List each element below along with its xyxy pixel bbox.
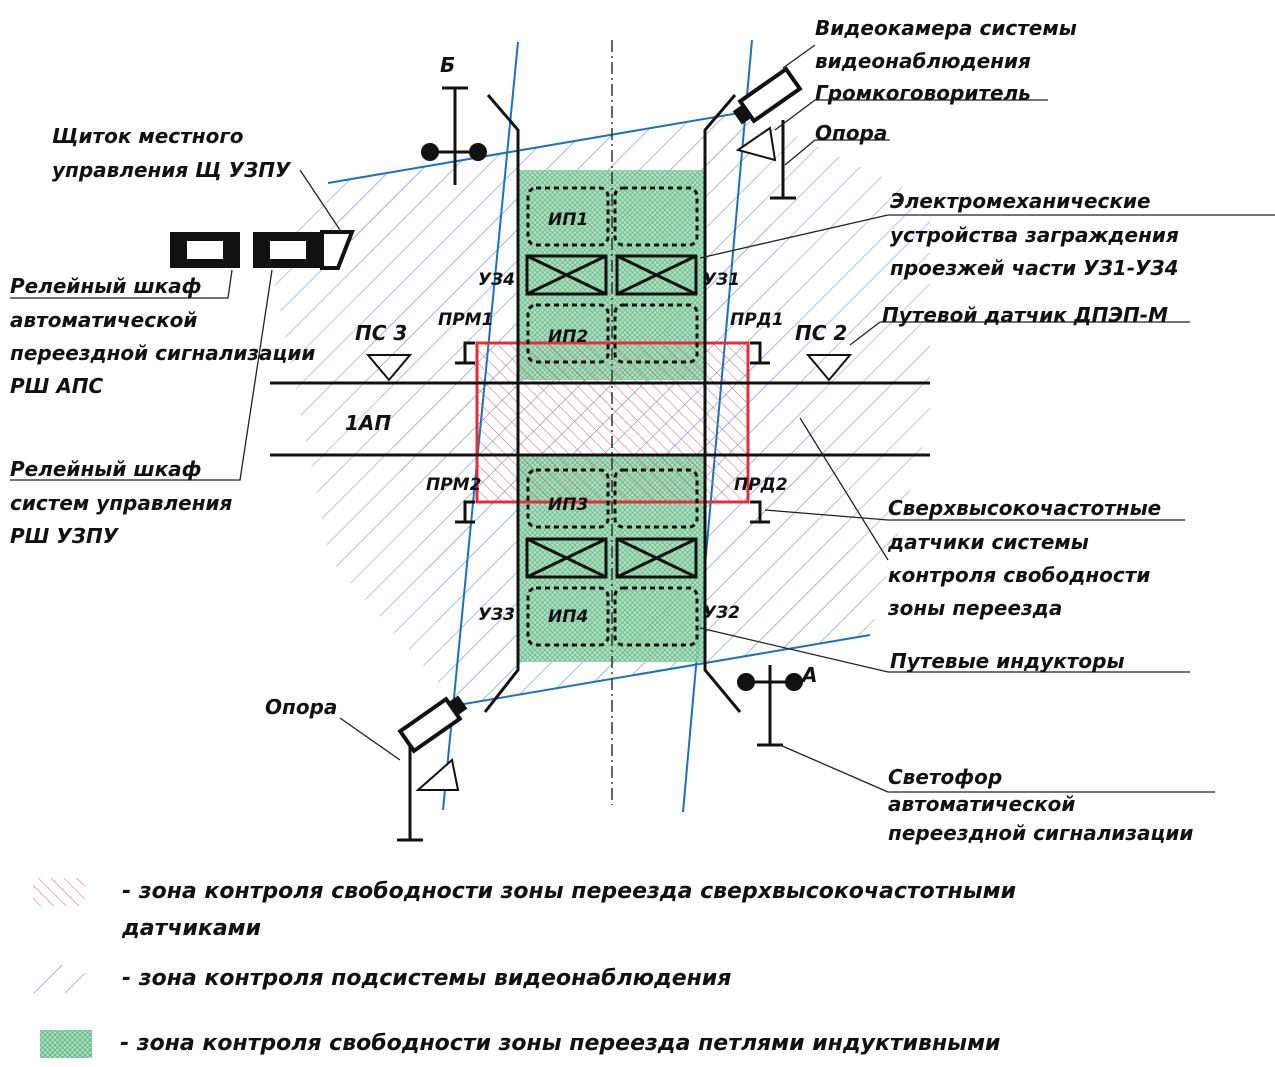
label-uz4: УЗ4	[478, 270, 515, 290]
relay-cabinet-uzpu-icon	[253, 232, 323, 268]
label-relay-aps: РШ АПС	[10, 374, 104, 398]
legend-red-swatch	[33, 878, 85, 906]
label-prm1: ПРМ1	[438, 310, 493, 330]
label-signal: Светофор	[888, 765, 1002, 789]
leader-lines	[10, 44, 1275, 793]
label-uhf-sensors: контроля свободности	[888, 563, 1150, 587]
label-signal: переездной сигнализации	[888, 821, 1193, 845]
label-relay-uzpu: Релейный шкаф	[10, 457, 201, 481]
label-camera: Видеокамера системы	[815, 16, 1077, 40]
legend-red-text: датчиками	[121, 916, 261, 941]
speaker-top-icon	[735, 126, 777, 162]
label-prd1: ПРД1	[730, 310, 784, 330]
label-barriers: проезжей части УЗ1-УЗ4	[890, 256, 1179, 280]
label-ps2: ПС 2	[795, 321, 847, 345]
label-ip2: ИП2	[548, 327, 588, 347]
label-uz1: УЗ1	[703, 270, 740, 290]
inductor-loops	[526, 186, 699, 647]
legend: - зона контроля свободности зоны переезд…	[33, 878, 1016, 1058]
label-prd2: ПРД2	[734, 475, 788, 495]
road	[483, 40, 742, 805]
label-panel: управления Щ УЗПУ	[52, 158, 292, 182]
label-speaker: Громкоговоритель	[815, 81, 1031, 105]
legend-green-swatch	[40, 1030, 92, 1058]
camera-top-icon	[732, 66, 803, 125]
legend-red-text: - зона контроля свободности зоны переезд…	[122, 879, 1016, 904]
speaker-bottom-icon	[415, 758, 460, 791]
label-relay-aps: Релейный шкаф	[10, 274, 201, 298]
label-ip3: ИП3	[548, 495, 588, 515]
labels: Видеокамера системы видеонаблюдения Гром…	[10, 16, 1193, 845]
legend-blue-text: - зона контроля подсистемы видеонаблюден…	[122, 966, 731, 991]
label-b: Б	[440, 53, 455, 77]
barrier-devices	[525, 254, 698, 579]
label-support-top: Опора	[815, 121, 887, 145]
label-panel: Щиток местного	[52, 124, 244, 148]
label-relay-aps: переездной сигнализации	[10, 341, 315, 365]
signal-a-icon	[737, 665, 803, 747]
label-uhf-sensors: датчики системы	[887, 530, 1089, 554]
railway-track	[270, 381, 930, 457]
label-uhf-sensors: зоны переезда	[887, 596, 1062, 620]
label-prm2: ПРМ2	[426, 475, 481, 495]
label-relay-aps: автоматической	[10, 308, 197, 332]
label-a: А	[800, 663, 817, 687]
support-top-icon	[770, 120, 796, 200]
label-relay-uzpu: РШ УЗПУ	[10, 524, 120, 548]
label-ps3: ПС 3	[355, 321, 407, 345]
signal-b-icon	[421, 86, 487, 185]
label-support-bottom: Опора	[265, 695, 337, 719]
label-camera: видеонаблюдения	[815, 49, 1031, 73]
local-panel-icon	[320, 230, 355, 270]
label-uz3: УЗ3	[478, 605, 515, 625]
relay-cabinet-aps-icon	[170, 232, 240, 268]
uhf-sensor-icons	[455, 341, 770, 524]
label-ip1: ИП1	[548, 210, 588, 230]
legend-green-text: - зона контроля свободности зоны переезд…	[120, 1031, 1000, 1056]
label-barriers: устройства заграждения	[890, 223, 1179, 247]
label-barriers: Электромеханические	[890, 189, 1151, 213]
label-signal: автоматической	[888, 792, 1075, 816]
camera-bottom-icon	[397, 695, 468, 754]
label-uhf-sensors: Сверхвысокочастотные	[888, 496, 1161, 520]
label-track: 1АП	[345, 411, 391, 435]
track-sensor-icons	[365, 354, 853, 382]
support-bottom-icon	[397, 745, 423, 842]
label-inductors: Путевые индукторы	[890, 649, 1125, 673]
legend-blue-swatch	[33, 965, 85, 993]
label-track-sensor: Путевой датчик ДПЭП-М	[882, 303, 1168, 327]
label-uz2: УЗ2	[703, 603, 740, 623]
label-ip4: ИП4	[548, 607, 588, 627]
label-relay-uzpu: систем управления	[10, 491, 233, 515]
